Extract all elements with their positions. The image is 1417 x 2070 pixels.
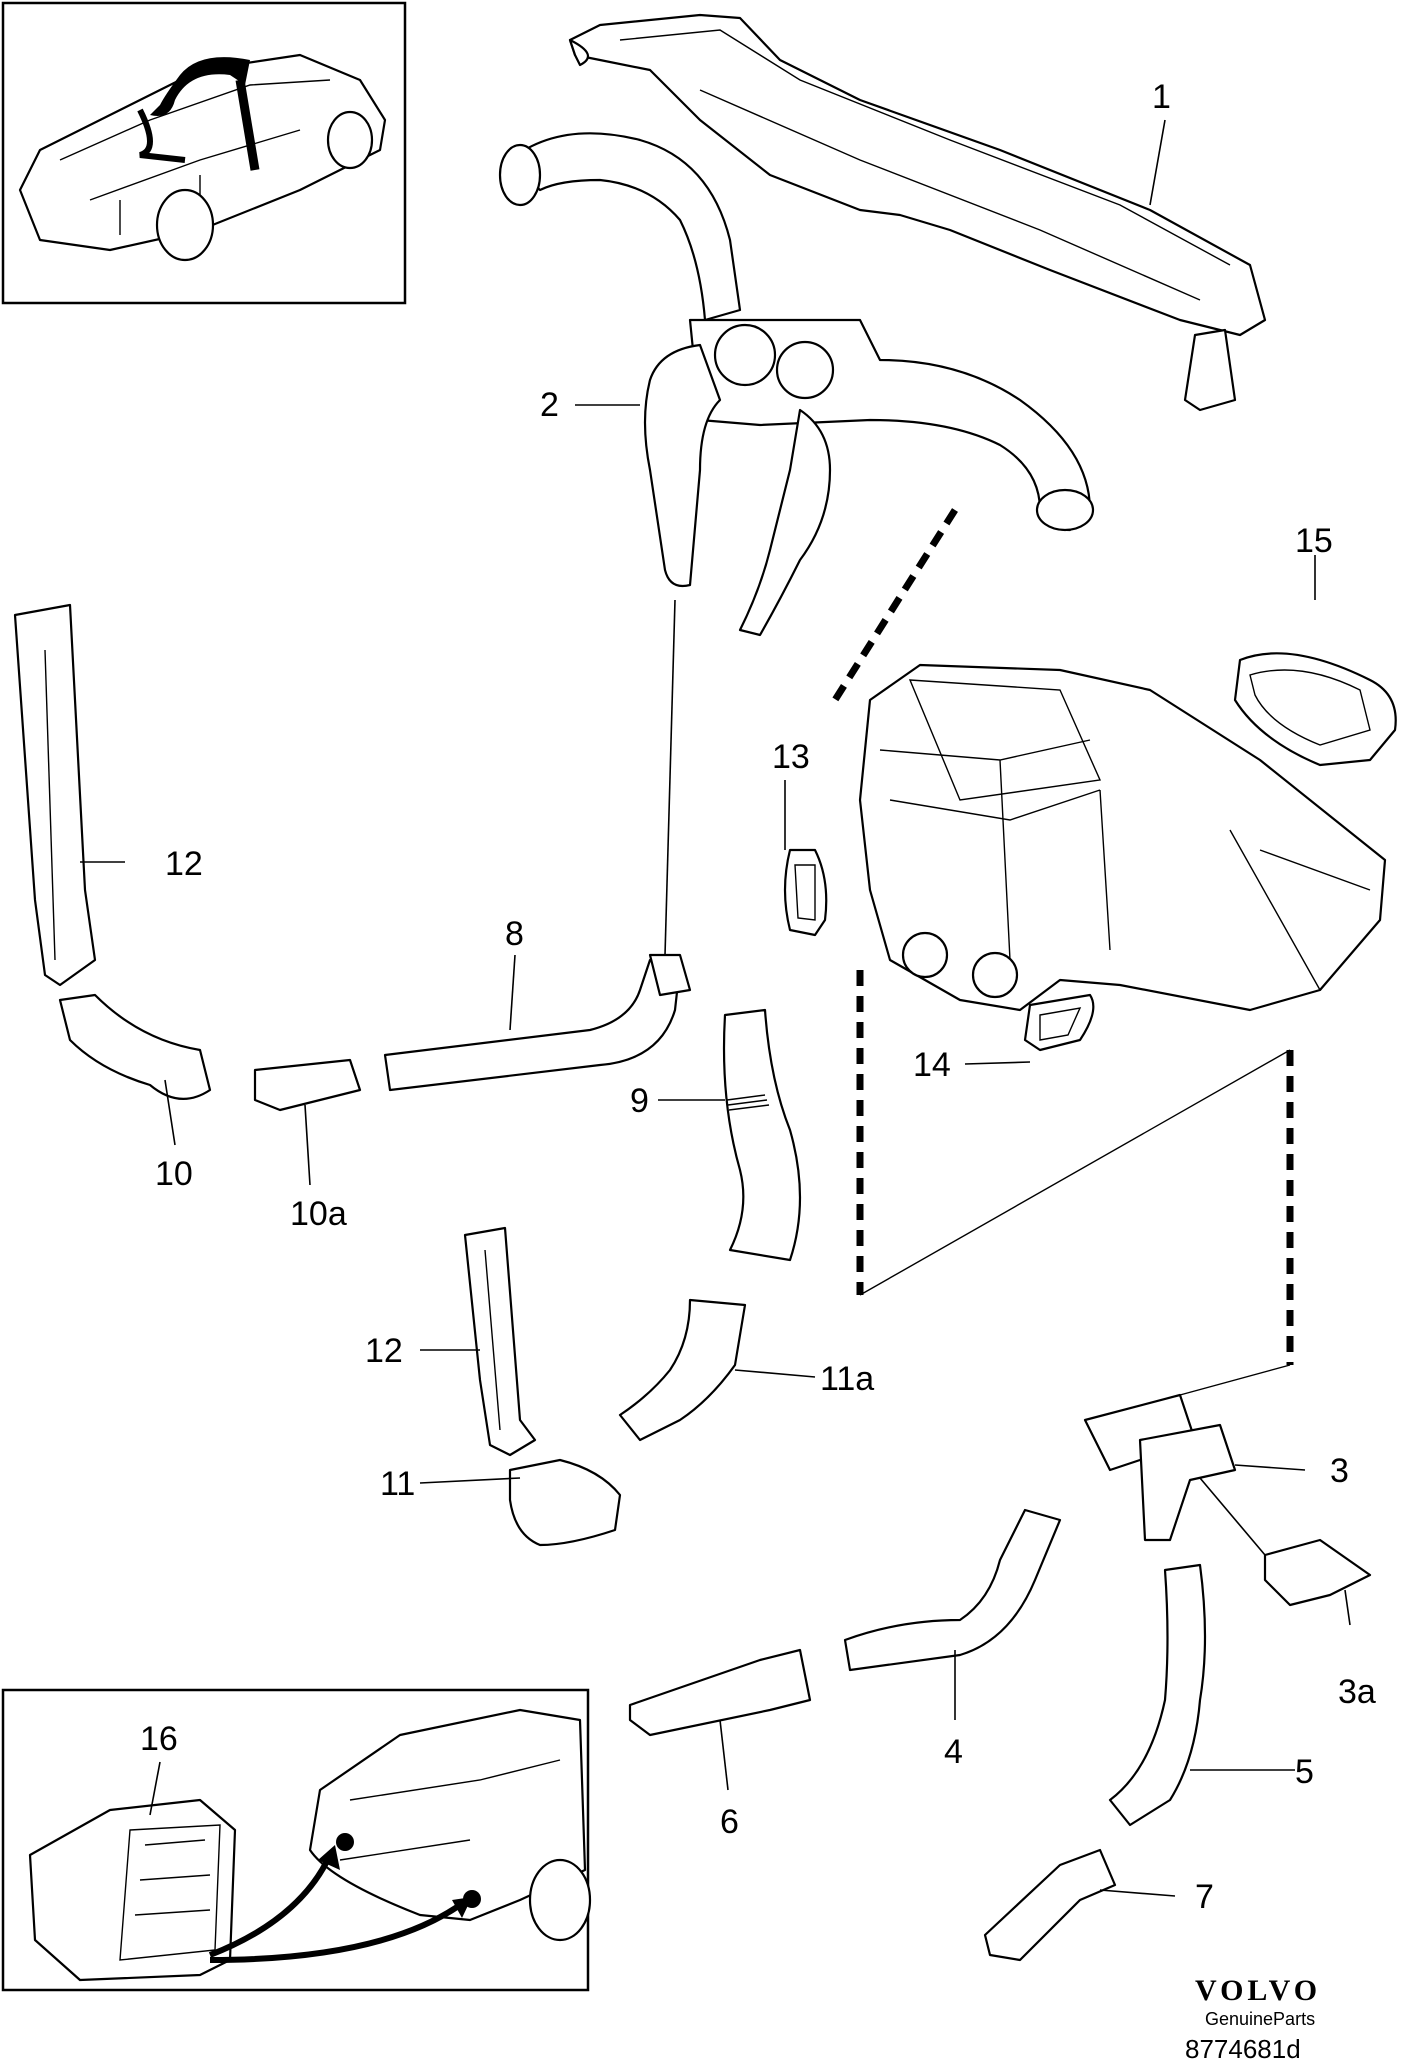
brand-logo-text: VOLVO (1195, 1974, 1321, 2007)
callout-16: 16 (140, 1720, 178, 1758)
part-14-gasket (1023, 993, 1095, 1052)
part-3a-pad (1263, 1538, 1372, 1607)
callout-5: 5 (1295, 1753, 1314, 1791)
part-6-rear-duct (628, 1648, 812, 1737)
callout-9: 9 (630, 1082, 649, 1120)
part-13-gasket (783, 848, 828, 937)
diagram-reference-number: 8774681d (1185, 2034, 1301, 2064)
callout-11a: 11a (820, 1360, 874, 1398)
callout-1: 1 (1152, 78, 1171, 116)
callout-3a: 3a (1338, 1673, 1376, 1711)
callout-6: 6 (720, 1803, 739, 1841)
dashed-assembly-lines (832, 508, 1294, 1396)
inset-car-interior (1, 1, 407, 305)
inset-rear-vent (1, 1688, 592, 1992)
part-10a-duct-connector (253, 1058, 362, 1112)
brand-subtitle: GenuineParts (1205, 2009, 1315, 2029)
callout-12-upper: 12 (165, 845, 203, 883)
leader-lines (80, 119, 1351, 1897)
part-12-lower-pillar-trim (463, 1226, 537, 1457)
part-12-upper-pillar-trim (13, 603, 97, 987)
callout-8: 8 (505, 915, 524, 953)
callout-11: 11 (380, 1465, 415, 1503)
part-9-duct (722, 1008, 802, 1262)
callout-4: 4 (944, 1733, 963, 1771)
heater-unit-assembly (858, 663, 1387, 1012)
callout-2: 2 (540, 386, 559, 424)
callout-13: 13 (772, 738, 810, 776)
callout-3: 3 (1330, 1452, 1349, 1490)
callout-10a: 10a (290, 1195, 347, 1233)
callout-15: 15 (1295, 522, 1333, 560)
part-4-duct (843, 1508, 1062, 1672)
part-10-floor-duct (58, 993, 212, 1100)
part-3-duct (1083, 1393, 1237, 1542)
part-11-floor-duct (508, 1458, 622, 1547)
footer-branding: VOLVO GenuineParts 8774681d (1185, 1974, 1321, 2064)
callout-7: 7 (1195, 1878, 1214, 1916)
part-8-rear-duct (383, 599, 692, 1092)
part-15-gasket (1233, 652, 1397, 767)
callout-14: 14 (913, 1046, 951, 1084)
callout-12-lower: 12 (365, 1332, 403, 1370)
part-11a-duct (618, 1298, 747, 1442)
part-2-centre-vent-ducts (498, 132, 1095, 637)
part-1-dashboard-duct (568, 13, 1267, 412)
part-7-rear-duct (983, 1848, 1117, 1962)
part-5-duct (1108, 1563, 1207, 1827)
callout-10: 10 (155, 1155, 193, 1193)
callout-labels: 1 2 3 3a 4 5 6 7 8 9 10 10a 11 11a 12 12… (140, 78, 1376, 1916)
